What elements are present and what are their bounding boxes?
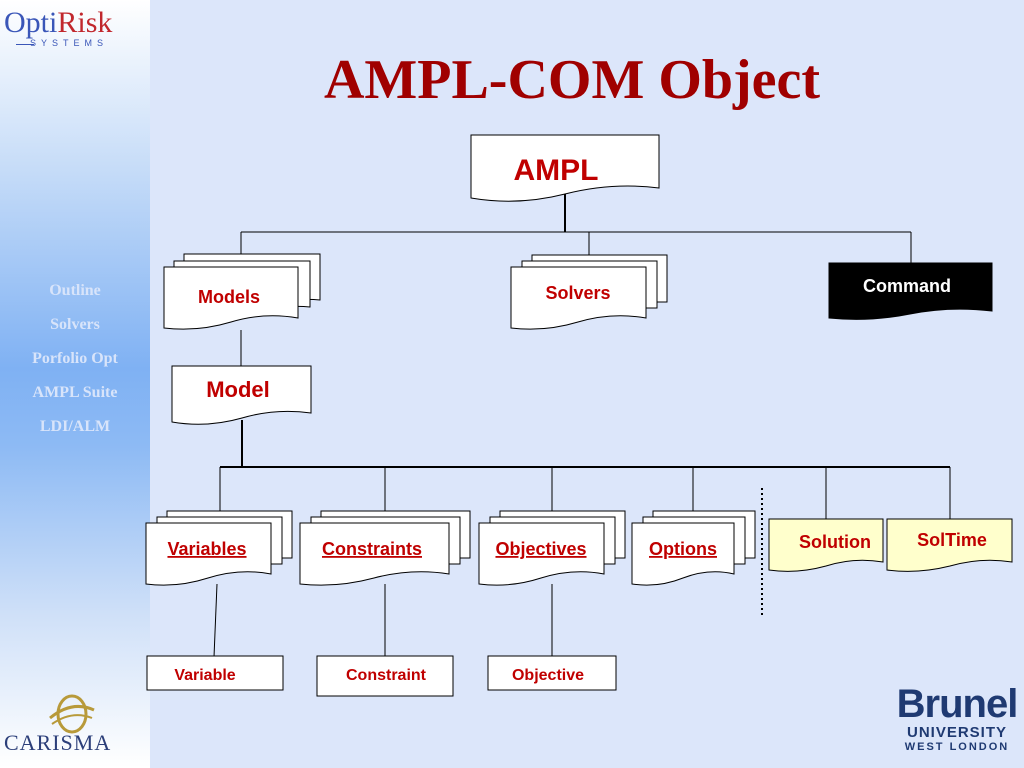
- node-command-label: Command: [863, 276, 951, 296]
- node-solution-label: Solution: [799, 532, 871, 552]
- logo-subtitle: SYSTEMS: [30, 38, 109, 48]
- logo-brand-right: Risk: [57, 6, 113, 39]
- sidebar: OptiRisk SYSTEMS Outline Solvers Porfoli…: [0, 0, 150, 768]
- node-options[interactable]: Options: [631, 510, 756, 586]
- optirisk-logo: OptiRisk SYSTEMS: [4, 8, 150, 52]
- node-variables[interactable]: Variables: [145, 510, 293, 586]
- slide-title: AMPL-COM Object: [323, 49, 821, 111]
- node-constraint-label: Constraint: [346, 667, 427, 684]
- carisma-logo: CARISMA: [0, 690, 150, 760]
- node-soltime[interactable]: SolTime: [886, 518, 1013, 572]
- node-variables-label: Variables: [167, 539, 246, 559]
- nav-item-outline[interactable]: Outline: [49, 282, 101, 299]
- nav-item-ampl-suite[interactable]: AMPL Suite: [32, 384, 118, 401]
- logo-brand-left: Opti: [4, 6, 58, 39]
- brunel-name: Brunel: [896, 682, 1019, 726]
- node-model-label: Model: [206, 377, 270, 402]
- connectors: [213, 190, 951, 658]
- node-solvers-label: Solvers: [545, 283, 610, 303]
- logo-divider: [16, 44, 34, 45]
- node-models[interactable]: Models: [163, 253, 321, 330]
- node-objectives[interactable]: Objectives: [478, 510, 626, 586]
- node-ampl-label: AMPL: [514, 154, 599, 187]
- brunel-university: UNIVERSITY: [906, 724, 1007, 741]
- node-model[interactable]: Model: [171, 365, 312, 425]
- nav-item-solvers[interactable]: Solvers: [50, 316, 100, 333]
- nav-item-portfolio[interactable]: Porfolio Opt: [32, 350, 118, 367]
- nav-item-ldi-alm[interactable]: LDI/ALM: [39, 418, 111, 435]
- node-command[interactable]: Command: [828, 262, 993, 320]
- node-solution[interactable]: Solution: [768, 518, 884, 572]
- node-ampl[interactable]: AMPL: [470, 134, 660, 202]
- node-objective-label: Objective: [512, 667, 584, 684]
- node-models-label: Models: [198, 287, 260, 307]
- node-solvers[interactable]: Solvers: [510, 254, 668, 330]
- carisma-emblem-icon: [49, 694, 95, 734]
- node-variable-label: Variable: [174, 667, 235, 684]
- node-constraints-label: Constraints: [322, 539, 422, 559]
- node-variable[interactable]: Variable: [146, 655, 284, 691]
- node-options-label: Options: [649, 539, 717, 559]
- node-constraints[interactable]: Constraints: [299, 510, 471, 586]
- node-soltime-label: SolTime: [917, 530, 987, 550]
- carisma-text: CARISMA: [4, 730, 112, 755]
- sidebar-nav: Outline Solvers Porfolio Opt AMPL Suite …: [0, 280, 150, 450]
- brunel-location: WEST LONDON: [904, 741, 1010, 753]
- node-objectives-label: Objectives: [495, 539, 586, 559]
- brunel-logo: Brunel UNIVERSITY WEST LONDON: [896, 682, 1019, 754]
- node-constraint[interactable]: Constraint: [316, 655, 454, 697]
- node-objective[interactable]: Objective: [487, 655, 617, 691]
